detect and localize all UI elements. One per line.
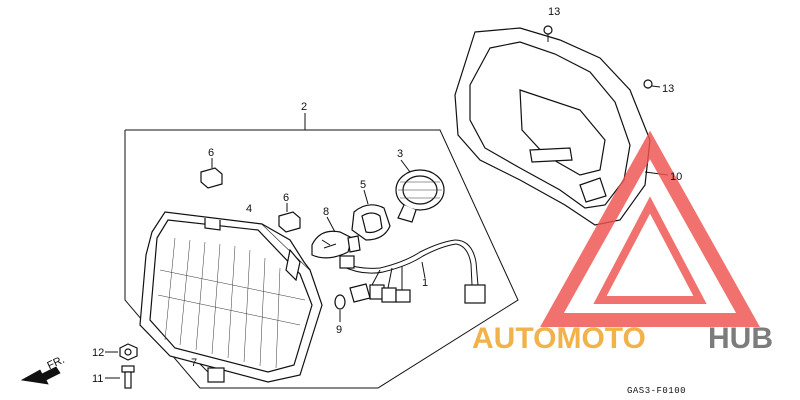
wire-harness [339, 239, 486, 304]
callout-6-lower: 6 [283, 192, 289, 204]
bulb-socket [351, 189, 391, 241]
callout-11: 11 [92, 373, 103, 385]
callout-12: 12 [92, 347, 104, 359]
direction-label: FR. [45, 354, 66, 372]
rubber-cap-lower [278, 203, 301, 233]
callout-8: 8 [323, 206, 329, 218]
flange-nut [105, 343, 138, 361]
adjusting-bolt [105, 365, 135, 389]
rubber-cap-upper [200, 158, 223, 189]
callout-7: 7 [191, 357, 197, 369]
position-bulb [334, 283, 371, 322]
headlight-lens [139, 211, 323, 383]
callout-10: 10 [670, 171, 682, 183]
front-arrow-icon [20, 366, 61, 385]
callout-3: 3 [397, 148, 403, 160]
callout-2: 2 [301, 101, 307, 113]
callout-13-upper: 13 [548, 6, 560, 18]
watermark-brand-left: AUTOMOTO [472, 322, 646, 355]
dust-cover [395, 159, 445, 223]
diagram-code: GAS3-F0100 [627, 386, 686, 396]
callout-9: 9 [336, 324, 342, 336]
headlight-case [454, 27, 669, 226]
screw-upper [543, 25, 553, 42]
brand-triangle-logo [540, 130, 760, 327]
headlight-bulb [311, 216, 361, 259]
callout-1: 1 [422, 277, 428, 289]
assembly-outline [124, 113, 519, 389]
screw-right [643, 79, 661, 89]
callout-13-right: 13 [662, 83, 674, 95]
watermark-brand-right: HUB [708, 322, 773, 355]
callout-5: 5 [360, 179, 366, 191]
callout-4: 4 [246, 203, 252, 215]
callout-6-upper: 6 [208, 147, 214, 159]
